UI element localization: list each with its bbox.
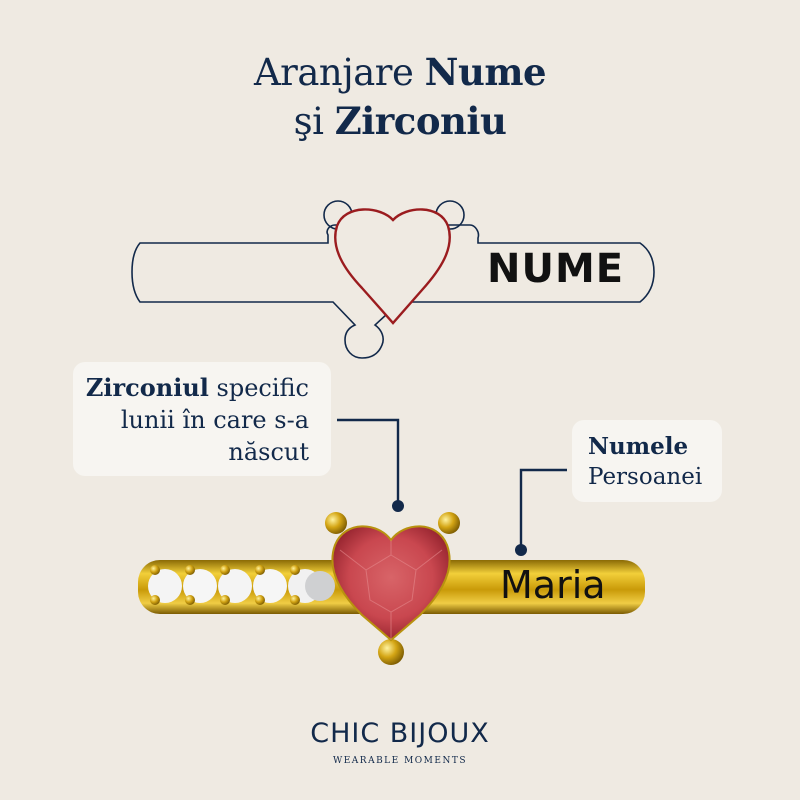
ruby-facets bbox=[339, 540, 443, 640]
brand-logo: CHIC BIJOUX bbox=[310, 718, 490, 749]
name-callout: Numele Persoanei bbox=[572, 420, 722, 502]
zircon-connector-line bbox=[337, 418, 400, 505]
page-title: Aranjare Nume şi Zirconiu bbox=[0, 48, 800, 146]
prong-top-right bbox=[438, 512, 460, 534]
brand-tagline: WEARABLE MOMENTS bbox=[332, 756, 468, 766]
title-line-2: şi Zirconiu bbox=[293, 99, 507, 143]
band-outline bbox=[131, 224, 655, 359]
title-line-1: Aranjare Nume bbox=[253, 50, 547, 94]
ring-outline-diagram bbox=[131, 200, 655, 359]
ring-illustration bbox=[138, 512, 645, 665]
prong-top-left bbox=[325, 512, 347, 534]
side-stones bbox=[148, 569, 335, 603]
side-prongs bbox=[150, 565, 300, 605]
prong-bottom bbox=[378, 639, 404, 665]
name-placeholder-label: NUME bbox=[487, 246, 625, 292]
engraved-name: Maria bbox=[500, 563, 606, 607]
heart-outline bbox=[334, 208, 451, 325]
zircon-callout: Zirconiul specific lunii în care s-a năs… bbox=[73, 362, 331, 476]
